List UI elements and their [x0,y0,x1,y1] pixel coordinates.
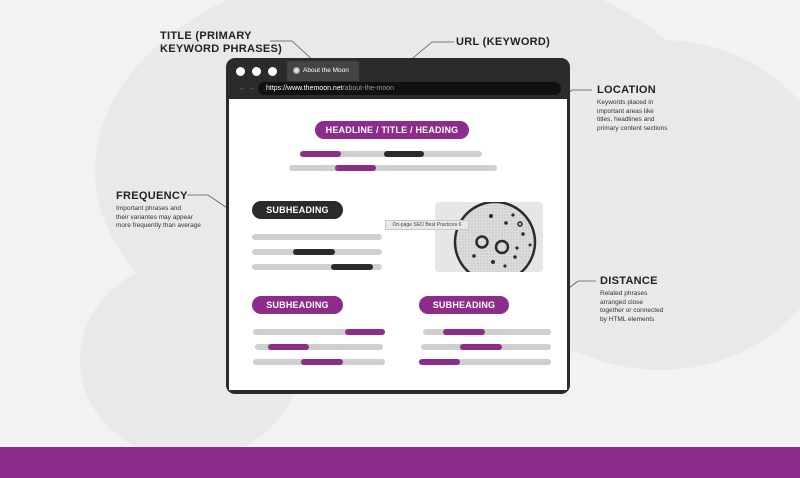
distance-callout-label: DISTANCE [600,275,658,287]
subheading-pill: SUBHEADING [419,296,509,314]
tab-title: About the Moon [303,67,349,74]
moon-image [435,202,543,272]
keyword-highlight [443,329,485,335]
keyword-highlight [335,165,376,171]
body-text-line [419,359,551,365]
keyword-highlight [301,359,343,365]
nav-arrows-icon[interactable]: ← → [239,85,255,92]
browser-window: About the Moon ← → https://www.themoon.n… [226,58,570,394]
url-path: /about-the-moon [342,85,395,92]
seo-tooltip: On-page SEO Best Practices 6 [385,220,469,230]
keyword-highlight [419,359,460,365]
distance-callout-description: Related phrases arranged close together … [600,290,664,323]
bottom-band [0,447,800,478]
moon-icon [293,67,300,74]
body-text-line [252,234,382,240]
browser-dot-icon[interactable] [252,67,261,76]
frequency-callout-description: Important phrases and their variantes ma… [116,205,201,229]
address-bar[interactable]: https://www.themoon.net/about-the-moon [258,82,561,95]
keyword-highlight [331,264,373,270]
browser-dot-icon[interactable] [236,67,245,76]
keyword-highlight [345,329,385,335]
title-callout-label: TITLE (PRIMARY KEYWORD PHRASES) [160,30,283,55]
browser-tab[interactable]: About the Moon [287,61,359,81]
frequency-callout-label: FREQUENCY [116,190,188,202]
subheading-pill: SUBHEADING [252,296,343,314]
body-text-line [252,264,382,270]
headline-pill: HEADLINE / TITLE / HEADING [315,121,469,139]
keyword-highlight [293,249,335,255]
keyword-highlight [384,151,424,157]
url-callout-label: URL (KEYWORD) [456,36,551,48]
headline-text-line [289,165,497,171]
location-callout-description: Keywords placed in important areas like … [597,99,668,132]
browser-dot-icon[interactable] [268,67,277,76]
location-callout-label: LOCATION [597,84,657,96]
keyword-highlight [300,151,341,157]
page-viewport: HEADLINE / TITLE / HEADING SUBHEADING [229,99,567,390]
keyword-highlight [460,344,502,350]
keyword-highlight [268,344,309,350]
body-text-line [423,329,551,335]
moon-illustration [453,202,537,272]
subheading-pill: SUBHEADING [252,201,343,219]
body-text-line [255,344,383,350]
body-text-line [253,329,385,335]
url-host: https://www.themoon.net [266,85,343,92]
